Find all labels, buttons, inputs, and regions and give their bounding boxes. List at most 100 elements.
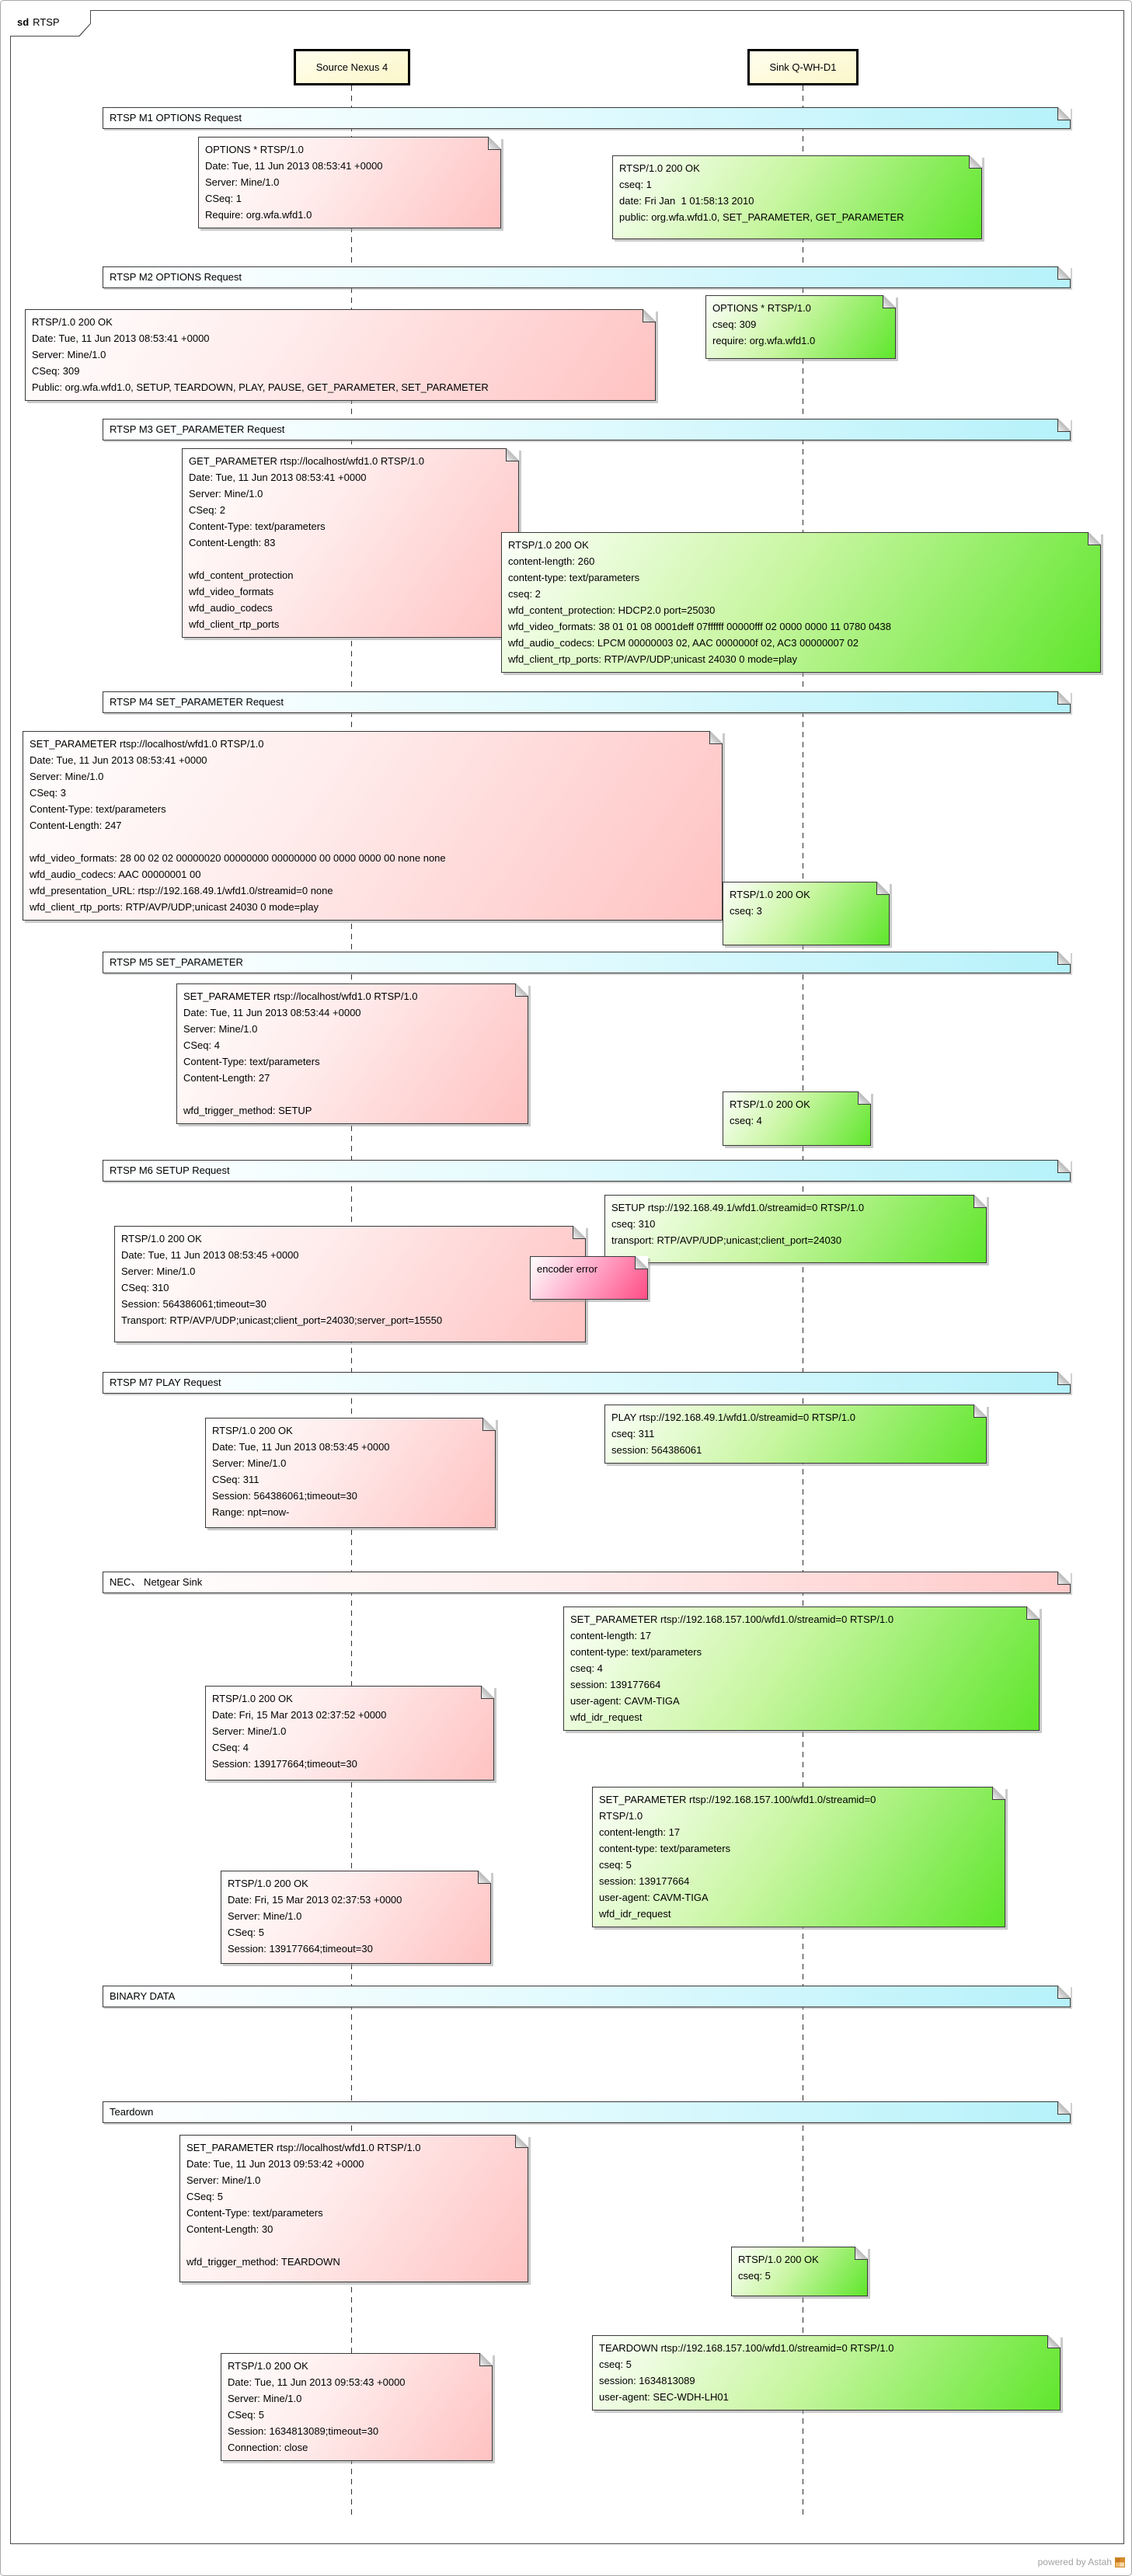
fold-corner-icon <box>1057 266 1071 280</box>
note-line: Content-Type: text/parameters <box>183 1056 320 1067</box>
note-line: wfd_audio_codecs <box>189 602 273 614</box>
note-line: Session: 564386061;timeout=30 <box>212 1490 357 1502</box>
fold-corner-icon <box>1047 2335 1061 2348</box>
note-line: wfd_trigger_method: TEARDOWN <box>186 2256 340 2268</box>
section-banner-teardown[interactable]: Teardown <box>103 2101 1071 2123</box>
lifeline-head-sink[interactable]: Sink Q-WH-D1 <box>747 49 859 85</box>
note-line: wfd_video_formats: 28 00 02 02 00000020 … <box>30 852 446 864</box>
fold-corner-icon <box>883 295 896 308</box>
note-line: session: 564386061 <box>611 1444 702 1456</box>
note-m4-request[interactable]: SET_PARAMETER rtsp://localhost/wfd1.0 RT… <box>23 731 723 921</box>
watermark-text: powered by Astah <box>1037 2557 1112 2567</box>
note-teardown-request[interactable]: TEARDOWN rtsp://192.168.157.100/wfd1.0/s… <box>592 2335 1061 2411</box>
lifeline-label: Sink Q-WH-D1 <box>769 61 837 73</box>
note-m7-request[interactable]: PLAY rtsp://192.168.49.1/wfd1.0/streamid… <box>604 1405 987 1464</box>
note-line: Session: 139177664;timeout=30 <box>212 1758 357 1770</box>
lifeline-head-source[interactable]: Source Nexus 4 <box>294 49 410 85</box>
section-banner-m7[interactable]: RTSP M7 PLAY Request <box>103 1372 1071 1394</box>
note-encoder-error[interactable]: encoder error <box>530 1256 648 1300</box>
note-m5-response[interactable]: RTSP/1.0 200 OK cseq: 4 <box>723 1091 871 1146</box>
note-line: require: org.wfa.wfd1.0 <box>712 335 816 346</box>
note-line: RTSP/1.0 200 OK <box>730 1098 810 1110</box>
note-line: OPTIONS * RTSP/1.0 <box>712 302 811 314</box>
note-line: Date: Tue, 11 Jun 2013 08:53:41 +0000 <box>189 472 367 483</box>
fold-corner-icon <box>858 1091 871 1105</box>
note-line: Content-Length: 83 <box>189 537 276 548</box>
note-m6-request[interactable]: SETUP rtsp://192.168.49.1/wfd1.0/streami… <box>604 1195 987 1263</box>
note-line: content-type: text/parameters <box>599 1843 731 1854</box>
section-banner-m3[interactable]: RTSP M3 GET_PARAMETER Request <box>103 419 1071 440</box>
note-line: Server: Mine/1.0 <box>212 1457 287 1469</box>
note-line: Date: Fri, 15 Mar 2013 02:37:52 +0000 <box>212 1709 387 1721</box>
section-banner-nec[interactable]: NEC、 Netgear Sink <box>103 1572 1071 1593</box>
note-line: wfd_audio_codecs: LPCM 00000003 02, AAC … <box>508 637 859 649</box>
note-line: Server: Mine/1.0 <box>32 349 106 360</box>
note-line: Content-Type: text/parameters <box>186 2207 323 2219</box>
note-line: Session: 139177664;timeout=30 <box>228 1943 373 1955</box>
note-line: cseq: 5 <box>599 1859 632 1871</box>
fold-corner-icon <box>515 983 528 997</box>
note-line: SET_PARAMETER rtsp://localhost/wfd1.0 RT… <box>186 2142 421 2153</box>
note-line <box>186 2237 521 2254</box>
note-line: cseq: 3 <box>730 905 762 917</box>
note-line: session: 139177664 <box>570 1679 661 1690</box>
section-banner-m1[interactable]: RTSP M1 OPTIONS Request <box>103 107 1071 129</box>
note-line: wfd_idr_request <box>570 1711 643 1723</box>
fold-corner-icon <box>479 2353 493 2366</box>
note-line: cseq: 5 <box>599 2358 632 2370</box>
section-label: Teardown <box>110 2106 154 2118</box>
section-banner-binary[interactable]: BINARY DATA <box>103 1986 1071 2007</box>
note-line: Server: Mine/1.0 <box>228 1910 302 1922</box>
note-line: wfd_trigger_method: SETUP <box>183 1105 312 1116</box>
note-line: Date: Tue, 11 Jun 2013 08:53:41 +0000 <box>205 160 383 172</box>
note-line: CSeq: 309 <box>32 365 80 377</box>
note-line: session: 1634813089 <box>599 2375 695 2386</box>
note-line: RTSP/1.0 200 OK <box>212 1425 293 1436</box>
note-line: Date: Tue, 11 Jun 2013 08:53:44 +0000 <box>183 1007 361 1018</box>
note-line: Server: Mine/1.0 <box>205 176 280 188</box>
note-line: Content-Length: 27 <box>183 1072 270 1084</box>
note-line: transport: RTP/AVP/UDP;unicast;client_po… <box>611 1234 842 1246</box>
section-banner-m6[interactable]: RTSP M6 SETUP Request <box>103 1160 1071 1182</box>
note-line: wfd_presentation_URL: rtsp://192.168.49.… <box>30 885 333 896</box>
lifeline-label: Source Nexus 4 <box>315 61 388 73</box>
note-line: wfd_video_formats <box>189 586 274 597</box>
note-m3-request[interactable]: GET_PARAMETER rtsp://localhost/wfd1.0 RT… <box>182 448 519 638</box>
note-line: SET_PARAMETER rtsp://192.168.157.100/wfd… <box>599 1794 876 1805</box>
note-line: CSeq: 5 <box>228 2409 264 2421</box>
fold-corner-icon <box>1057 1572 1071 1585</box>
section-label: RTSP M3 GET_PARAMETER Request <box>110 423 285 435</box>
section-banner-m2[interactable]: RTSP M2 OPTIONS Request <box>103 266 1071 288</box>
note-line: Connection: close <box>228 2442 308 2453</box>
astah-watermark[interactable]: powered by Astah <box>1038 2557 1125 2567</box>
note-teardown-trigger[interactable]: SET_PARAMETER rtsp://localhost/wfd1.0 RT… <box>179 2135 528 2282</box>
note-nec-setparam-1[interactable]: SET_PARAMETER rtsp://192.168.157.100/wfd… <box>563 1607 1040 1731</box>
note-line: Content-Length: 247 <box>30 820 122 831</box>
note-m5-request[interactable]: SET_PARAMETER rtsp://localhost/wfd1.0 RT… <box>176 983 528 1124</box>
note-nec-setparam-2[interactable]: SET_PARAMETER rtsp://192.168.157.100/wfd… <box>592 1787 1005 1927</box>
note-line: CSeq: 2 <box>189 504 225 516</box>
section-banner-m4[interactable]: RTSP M4 SET_PARAMETER Request <box>103 691 1071 713</box>
note-line: RTSP/1.0 200 OK <box>619 162 700 174</box>
frame-name: RTSP <box>33 16 60 28</box>
note-line: Content-Type: text/parameters <box>30 803 166 815</box>
section-banner-m5[interactable]: RTSP M5 SET_PARAMETER <box>103 952 1071 973</box>
note-line: session: 139177664 <box>599 1875 690 1887</box>
fold-corner-icon <box>1057 419 1071 432</box>
note-line: Server: Mine/1.0 <box>212 1725 287 1737</box>
note-line: cseq: 4 <box>730 1115 762 1126</box>
note-line: public: org.wfa.wfd1.0, SET_PARAMETER, G… <box>619 211 904 223</box>
